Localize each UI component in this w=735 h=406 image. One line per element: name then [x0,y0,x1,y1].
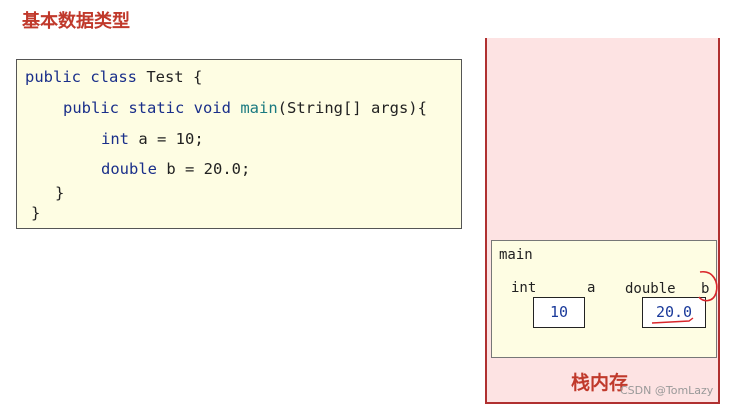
code-keyword: public class [25,68,137,86]
underline-annotation-mark [651,317,694,324]
code-line-class: public class Test { [25,68,202,86]
var-b-type: double [625,281,676,297]
var-a-type: int [511,280,537,296]
code-text: a = 10; [129,130,204,148]
code-text: Test { [136,68,203,86]
code-line-double: double b = 20.0; [101,160,250,178]
code-close-brace-method: } [55,184,65,202]
var-a-name: a [587,280,596,296]
circle-annotation-mark [698,271,718,302]
var-b-name: b [701,281,710,297]
code-keyword: public static void [63,99,231,117]
code-block: public class Test { public static void m… [16,59,462,229]
frame-name: main [499,247,533,263]
page-title: 基本数据类型 [22,11,130,32]
code-keyword: double [101,160,157,178]
code-line-main: public static void main(String[] args){ [63,99,427,117]
code-close-brace-class: } [31,204,41,222]
code-text: (String[] args){ [277,99,427,117]
var-a-value-box: 10 [533,297,585,328]
code-method-name: main [240,99,278,117]
stack-memory-label: 栈内存 [571,372,629,394]
watermark: CSDN @TomLazy [620,384,714,397]
code-line-int: int a = 10; [101,130,204,148]
code-keyword: int [101,130,129,148]
var-b-value-box: 20.0 [642,297,706,328]
code-text: b = 20.0; [157,160,251,178]
